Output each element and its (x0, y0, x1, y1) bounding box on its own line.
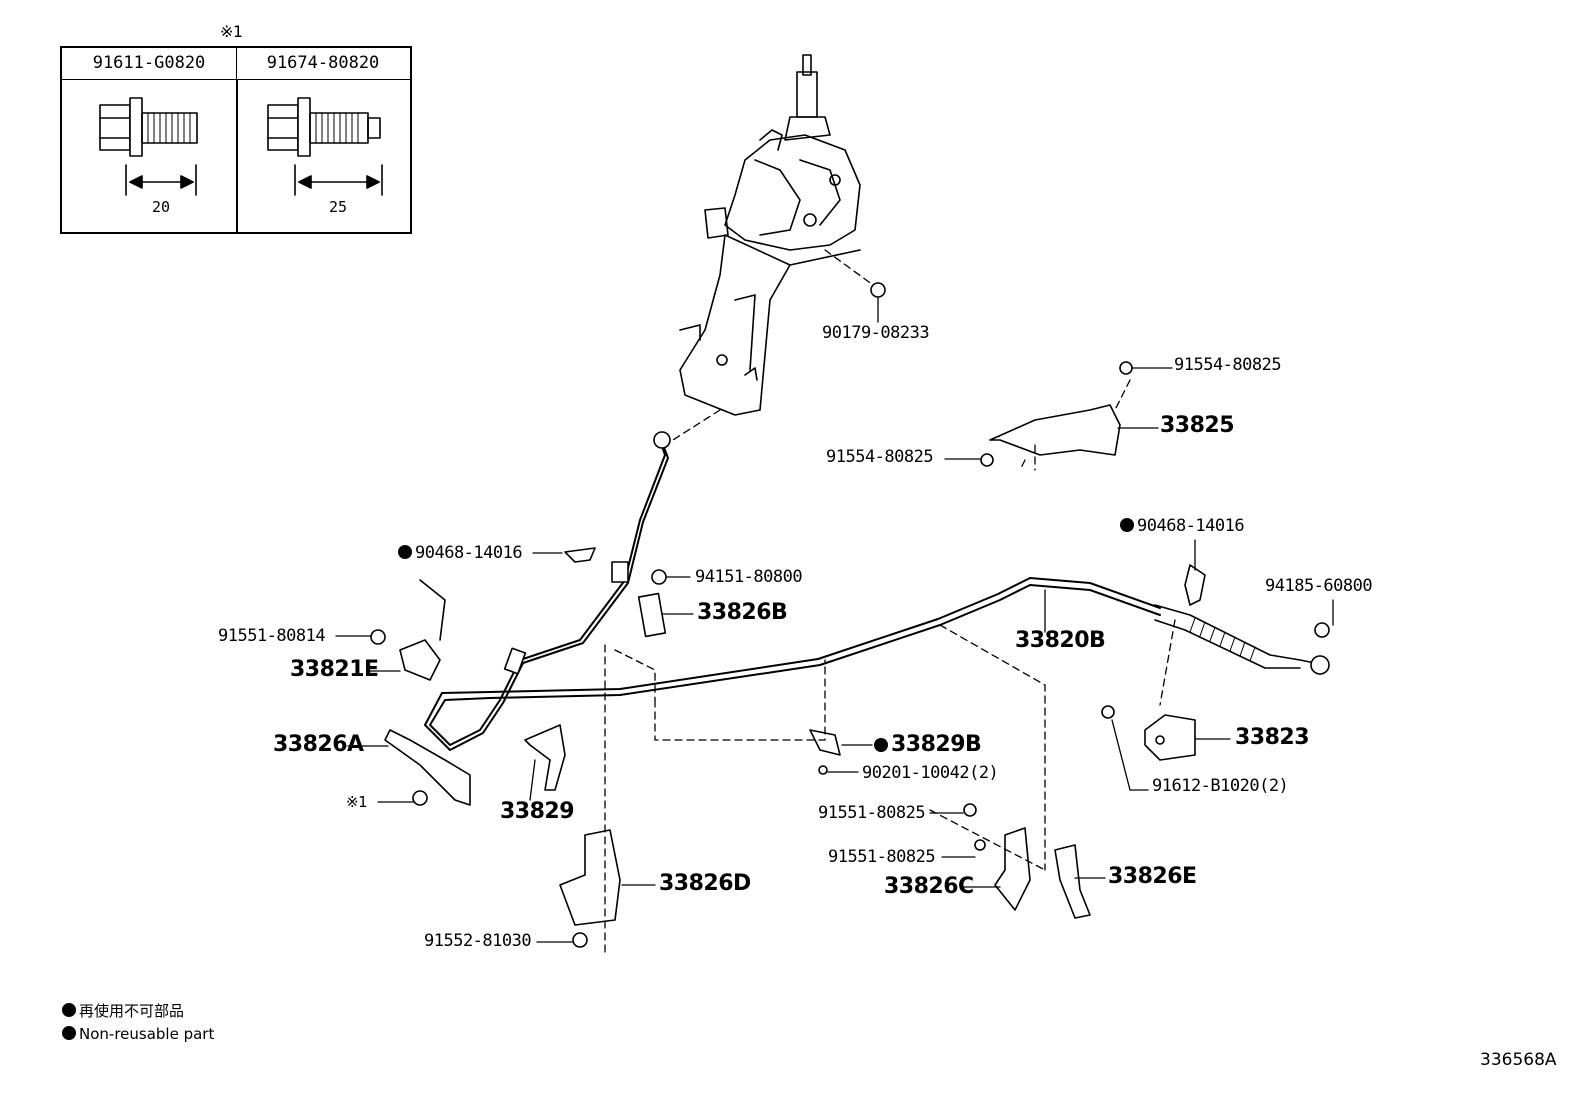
bracket-33821e (399, 579, 446, 681)
bolt-91674-drawing (267, 97, 383, 196)
legend-line-jp: 再使用不可部品 (62, 1000, 184, 1021)
bracket-33826a (384, 729, 471, 806)
bracket-33829 (524, 724, 566, 791)
clip-33829b (809, 729, 841, 756)
label-91554-80825-top: 91554-80825 (1174, 355, 1282, 375)
bracket-33826c (994, 827, 1031, 911)
label-91552-81030: 91552-81030 (424, 931, 532, 951)
bracket-33826e (1054, 844, 1091, 919)
note-mark: ※1 (220, 22, 243, 41)
leader-lines (335, 297, 1334, 943)
label-33823: 33823 (1235, 725, 1310, 750)
label-33821E: 33821E (290, 657, 379, 682)
fasteners (370, 282, 1330, 948)
figure-id: 336568A (1480, 1050, 1557, 1070)
shift-lever-assembly (679, 54, 861, 416)
label-91551-80814: 91551-80814 (218, 626, 326, 646)
bracket-33823 (1144, 714, 1196, 761)
label-90468-14016-right: 90468-14016 (1120, 516, 1245, 536)
label-33826D: 33826D (659, 871, 751, 896)
label-33829: 33829 (500, 799, 575, 824)
label-33826A: 33826A (273, 732, 364, 757)
table-divider (236, 79, 238, 232)
label-91612-B1020: 91612-B1020(2) (1152, 776, 1289, 796)
table-header-part-2: 91674-80820 (236, 48, 410, 80)
label-33826B: 33826B (697, 600, 788, 625)
label-33826E: 33826E (1108, 864, 1197, 889)
label-91551-80825-a: 91551-80825 (818, 803, 926, 823)
legend-line-en: Non-reusable part (62, 1025, 214, 1043)
guide-lines (604, 249, 1176, 956)
label-33829B: 33829B (874, 733, 982, 757)
clamp-33826b (637, 592, 667, 638)
clip-90468-right (1184, 564, 1206, 606)
table-length-1: 20 (152, 198, 171, 216)
label-33825: 33825 (1160, 413, 1235, 438)
label-33826C: 33826C (884, 874, 974, 899)
label-90179-08233: 90179-08233 (822, 323, 930, 343)
bolt-length-table: 91611-G0820 91674-80820 20 25 (60, 46, 412, 234)
label-90468-14016-left: 90468-14016 (398, 543, 523, 563)
label-94151-80800: 94151-80800 (695, 567, 803, 587)
label-33820B: 33820B (1015, 628, 1106, 653)
label-90201-10042: 90201-10042(2) (862, 763, 999, 783)
table-header-part-1: 91611-G0820 (62, 48, 237, 80)
bolt-91611-drawing (99, 97, 198, 196)
label-91551-80825-b: 91551-80825 (828, 847, 936, 867)
label-91554-80825-left: 91554-80825 (826, 447, 934, 467)
bracket-33826d (559, 829, 621, 926)
cable-33820b (424, 431, 1330, 751)
note-mark-bolt: ※1 (346, 793, 368, 811)
label-94185-60800: 94185-60800 (1265, 576, 1373, 596)
clip-90468-left (564, 547, 596, 563)
table-length-2: 25 (329, 198, 348, 216)
bracket-33825 (989, 404, 1121, 456)
